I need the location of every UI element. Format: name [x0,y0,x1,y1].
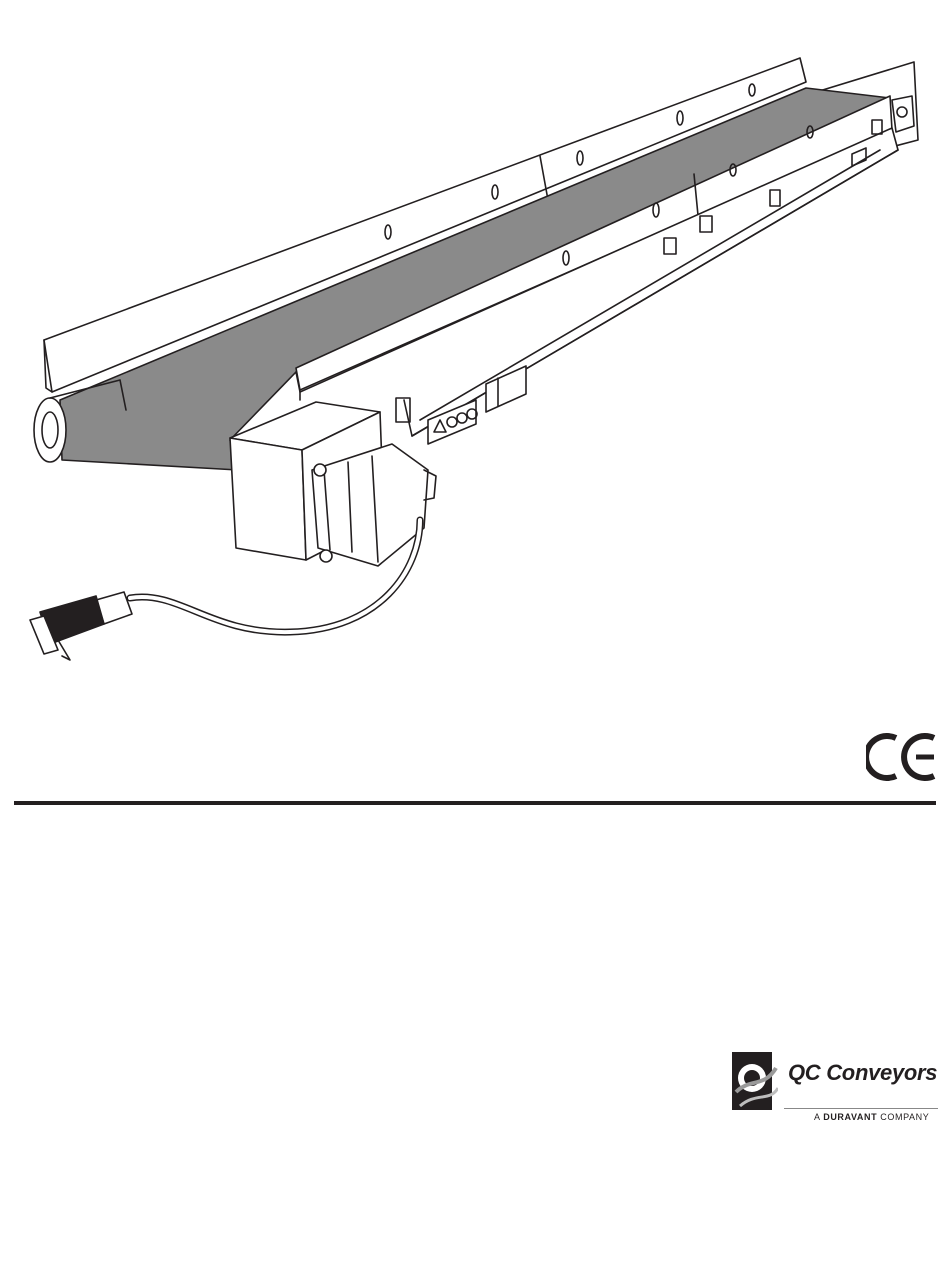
ce-mark: CE [866,732,938,782]
idler-roller [34,398,66,462]
logo-tagline: A DURAVANT COMPANY [814,1112,929,1122]
qc-logo-mark-icon [730,1048,778,1114]
logo-name: QC Conveyors [788,1060,937,1086]
company-logo: QC Conveyors A DURAVANT COMPANY [730,1048,940,1128]
conveyor-illustration [0,0,950,680]
divider-rule [14,801,936,805]
logo-divider [784,1108,938,1109]
